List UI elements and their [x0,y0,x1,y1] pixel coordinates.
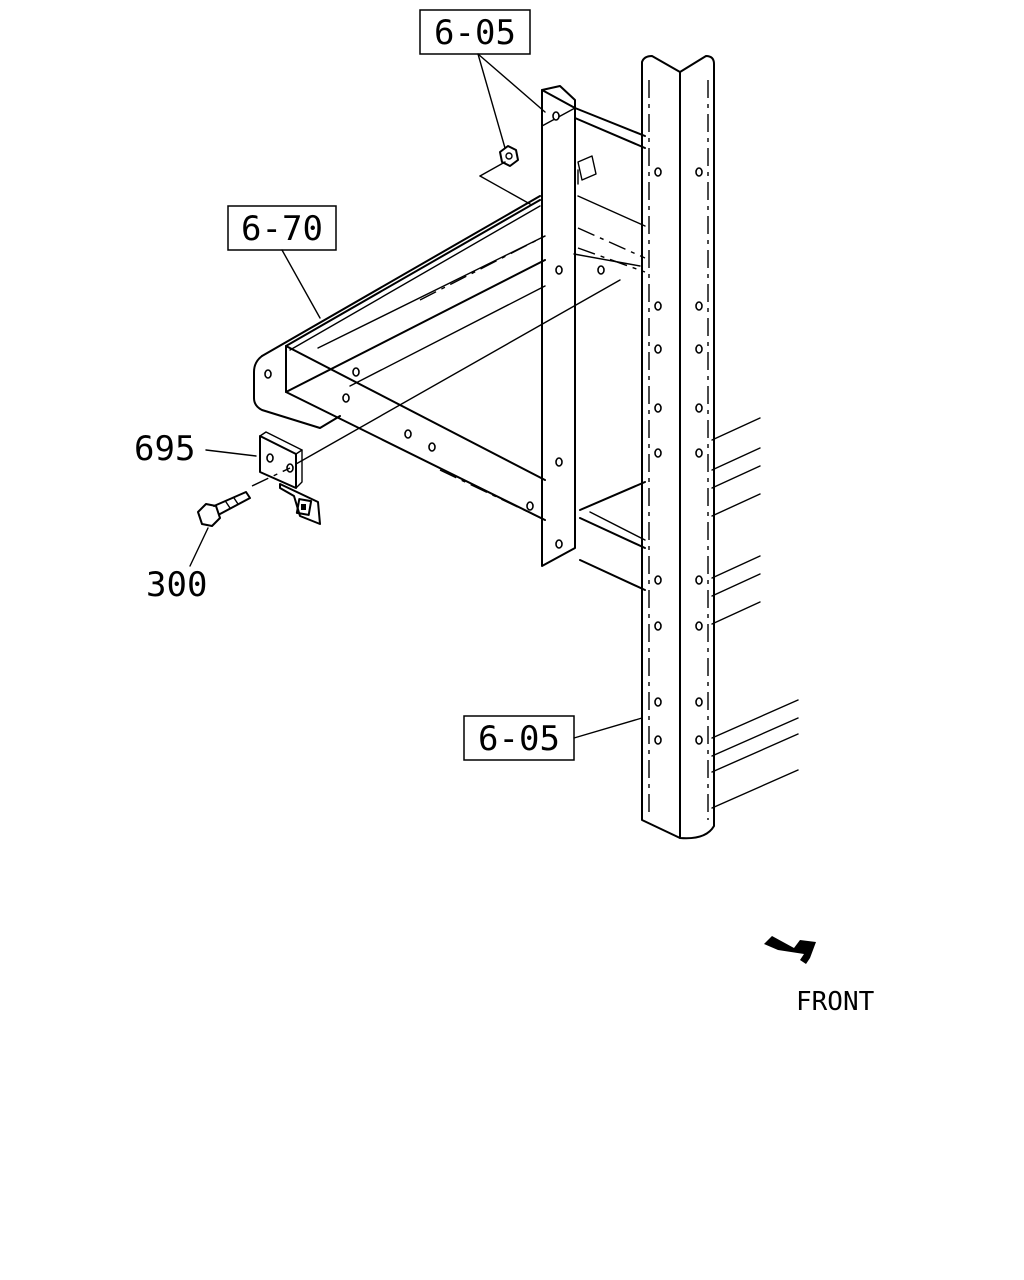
top-reference-label[interactable]: 6-05 [419,9,546,149]
bracket-icon [259,431,321,525]
bolt-icon [197,491,251,527]
top-reference-text: 6-05 [434,13,516,53]
bracket-part-text: 695 [134,429,195,469]
arrow-icon [764,936,816,964]
frame-reference-label[interactable]: 6-05 [463,715,643,761]
bracket-part-label[interactable]: 695 [134,429,257,469]
front-label: FRONT [796,987,875,1017]
side-rails [711,417,799,809]
frame-reference-text: 6-05 [478,719,560,759]
assembly-lines [251,253,641,487]
nut-icon [479,145,531,205]
bolt-part-text: 300 [146,565,207,605]
crossmember [253,107,646,591]
gusset-plate [541,85,597,567]
side-frame [641,55,715,840]
crossmember-reference-label[interactable]: 6-70 [227,205,337,319]
front-direction-indicator: FRONT [764,936,875,1017]
crossmember-reference-text: 6-70 [241,209,323,249]
bolt-part-label[interactable]: 300 [146,527,209,605]
